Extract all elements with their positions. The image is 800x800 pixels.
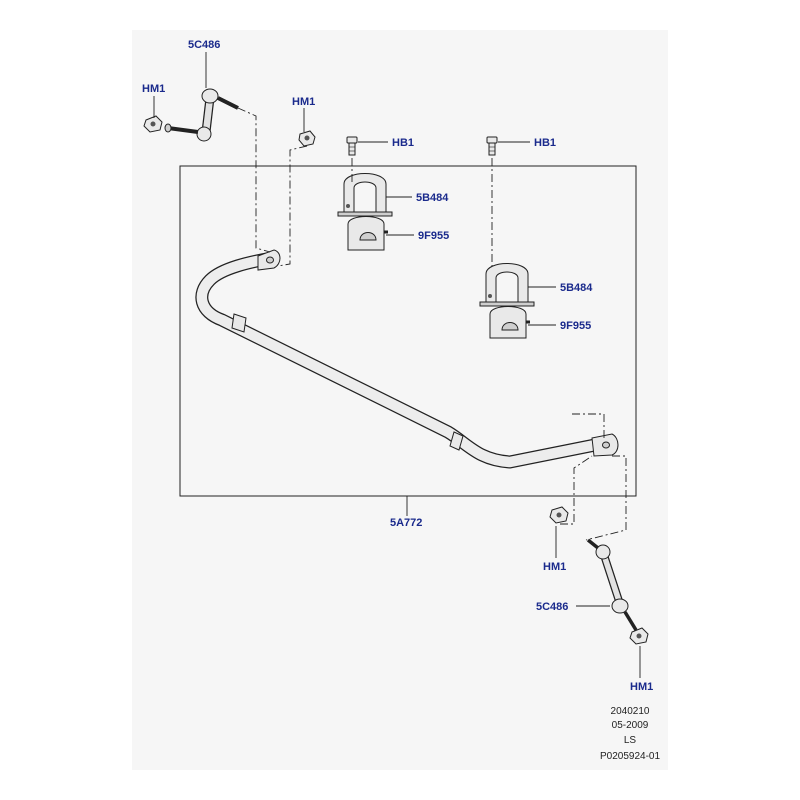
label-link-bottom: 5C486 xyxy=(536,601,568,613)
nut-top-left xyxy=(143,115,163,133)
bracket-right xyxy=(479,263,535,307)
label-bar: 5A772 xyxy=(390,517,422,529)
stabilizer-bar xyxy=(195,249,619,469)
label-nut-top-mid: HM1 xyxy=(292,96,315,108)
drawing-number: 2040210 xyxy=(611,706,650,717)
label-bush-right: 9F955 xyxy=(560,320,591,332)
stabilizer-link-bottom xyxy=(586,538,638,631)
nut-bottom-right xyxy=(629,627,649,645)
label-nut-bottom-mid: HM1 xyxy=(543,561,566,573)
bar-collar-left xyxy=(231,313,247,333)
label-bolt-left: HB1 xyxy=(392,137,414,149)
label-link-top: 5C486 xyxy=(188,39,220,51)
assembly-frame xyxy=(179,165,637,497)
label-bush-left: 9F955 xyxy=(418,230,449,242)
stabilizer-link-top xyxy=(164,88,239,142)
bar-collar-right xyxy=(449,431,464,451)
bush-left xyxy=(347,216,388,251)
drawing-model-code: LS xyxy=(624,735,637,746)
label-bracket-left: 5B484 xyxy=(416,192,449,204)
bolt-right xyxy=(486,136,498,156)
bolt-left xyxy=(346,136,358,156)
label-bracket-right: 5B484 xyxy=(560,282,593,294)
label-nut-top-left: HM1 xyxy=(142,83,165,95)
nut-bottom-mid xyxy=(549,506,569,524)
label-bolt-right: HB1 xyxy=(534,137,556,149)
drawing-reference: P0205924-01 xyxy=(600,751,660,762)
leader-lines xyxy=(153,52,641,678)
bush-right xyxy=(489,306,530,339)
label-nut-bottom-right: HM1 xyxy=(630,681,653,693)
nut-top-mid xyxy=(298,130,316,147)
drawing-background xyxy=(132,30,668,770)
assembly-centerlines xyxy=(237,107,627,541)
drawing-date: 05-2009 xyxy=(612,720,649,731)
